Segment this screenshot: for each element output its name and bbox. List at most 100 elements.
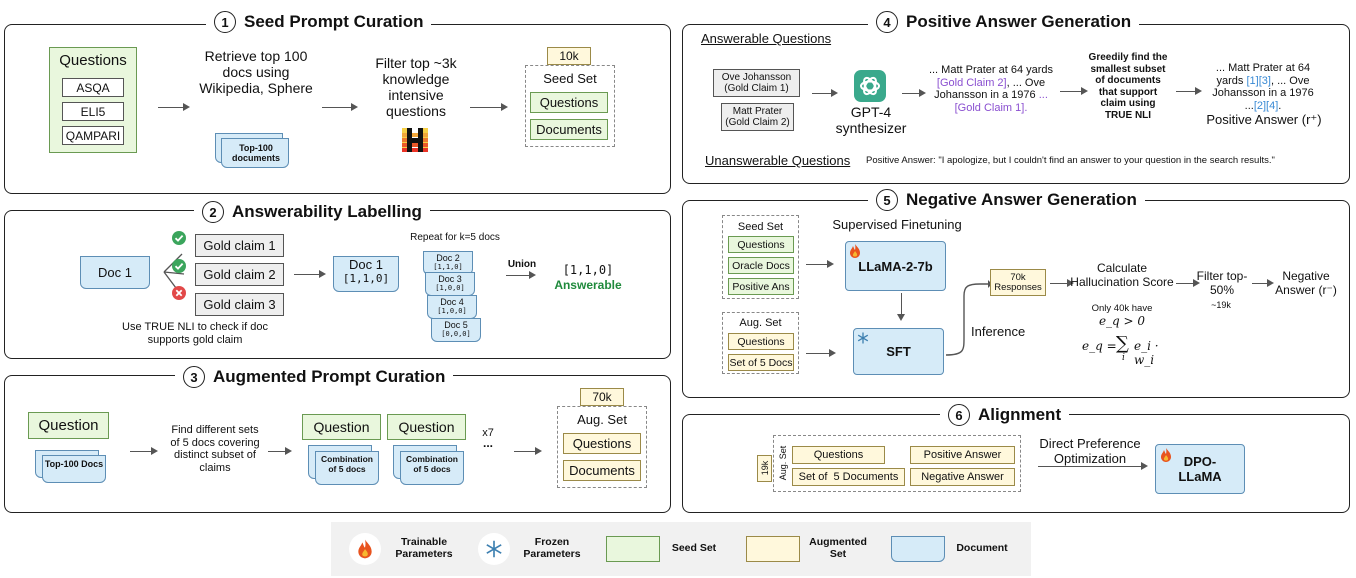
gold-claim-ove: Ove Johansson (Gold Claim 1): [713, 69, 800, 97]
out-text-a: ... Matt Prater at 64 yards: [1215, 62, 1311, 87]
dataset-asqa: ASQA: [62, 78, 124, 97]
aug-set-label: Aug. Set: [577, 412, 627, 427]
gold-claim-matt: Matt Prater (Gold Claim 2): [721, 103, 794, 131]
gen-text-a: ... Matt Prater at 64 yards: [928, 64, 1054, 76]
question-box-2: Question: [302, 414, 381, 440]
filter-text: Filter top-50%: [1196, 269, 1248, 297]
snowflake-icon: [478, 533, 510, 565]
score-formula: e_q = ∑ i e_i · w_i: [1082, 333, 1174, 367]
document-stack-front: [400, 451, 464, 485]
panel-heading: Answerability Labelling: [232, 202, 422, 221]
openai-logo-icon: [854, 70, 886, 102]
inference-connector: [945, 280, 992, 356]
gold-claim-2: Gold claim 2: [195, 263, 284, 286]
repeat-text: Repeat for k=5 docs: [410, 232, 500, 243]
arrow: [158, 103, 190, 111]
arrow: [902, 89, 926, 97]
citation-2-4: [2][4]: [1253, 99, 1279, 112]
legend-document: Document: [956, 542, 1008, 554]
arrow: [294, 270, 326, 278]
arrow: [322, 103, 358, 111]
repeat-x7: x7: [482, 427, 494, 439]
ellipsis: ...: [482, 436, 493, 450]
seed-set-label: Seed Set: [543, 71, 597, 86]
arrow: [1060, 87, 1088, 95]
arrow: [806, 349, 836, 357]
doc1-input: Doc 1: [80, 256, 150, 289]
gold-claim-3: Gold claim 3: [195, 293, 284, 316]
combination-label: Combination of 5 docs: [406, 454, 458, 474]
formula-sum: ∑: [1116, 333, 1129, 354]
seed-oracle-docs: Oracle Docs: [728, 257, 794, 274]
step-number: 2: [202, 201, 224, 223]
legend-trainable: Trainable Parameters: [395, 536, 453, 561]
panel-title: 2 Answerability Labelling: [194, 201, 430, 223]
sft-model-box: SFT: [853, 328, 944, 375]
arrow: [1038, 462, 1148, 470]
step-number: 4: [876, 11, 898, 33]
legend-frozen: Frozen Parameters: [523, 536, 581, 561]
unanswerable-questions-label: Unanswerable Questions: [705, 153, 851, 168]
gold-claim-1: Gold claim 1: [195, 234, 284, 257]
top100-doc-label: Top-100 documents: [231, 143, 280, 164]
document-stack-front: [42, 455, 106, 483]
arrow: [506, 271, 536, 279]
gold-claim-2-ref: [Gold Claim 2]: [936, 76, 1007, 89]
only-40k-text: Only 40k have: [1091, 303, 1153, 314]
snowflake-icon: [857, 331, 869, 349]
doc4-label: Doc 4: [440, 297, 464, 307]
unanswerable-positive-text: Positive Answer: "I apologize, but I cou…: [866, 155, 1275, 166]
generated-text: ... Matt Prater at 64 yards [Gold Claim …: [925, 64, 1057, 115]
count-tag-10k: 10k: [547, 47, 591, 65]
legend-augmented: Augmented Set: [809, 536, 867, 561]
dataset-eli5: ELI5: [62, 102, 124, 121]
panel-title: 1 Seed Prompt Curation: [206, 11, 432, 33]
combination-label: Combination of 5 docs: [321, 454, 373, 474]
legend-aug-swatch: [746, 536, 800, 562]
cited-text: ... Matt Prater at 64 yards [1][3], ... …: [1207, 62, 1319, 113]
check-icon: [172, 231, 186, 250]
fire-icon: [349, 533, 381, 565]
aug-set-vertical-label: Aug. Set: [778, 445, 788, 481]
gen-text-c: , ... Ove Johansson in a 1976: [934, 76, 1046, 102]
arrow: [514, 447, 542, 455]
panel-heading: Negative Answer Generation: [906, 190, 1137, 209]
responses-70k: 70k Responses: [990, 269, 1046, 296]
arrow: [812, 89, 838, 97]
greedy-text: Greedily find the smallest subset of doc…: [1088, 52, 1168, 121]
arrow: [806, 260, 834, 268]
arrow: [268, 447, 292, 455]
doc4-vector: [1,0,0]: [437, 307, 467, 315]
out-text-c: , ... Ove Johansson in a 1976 ...: [1212, 74, 1314, 112]
question-box-3: Question: [387, 414, 466, 440]
arrow: [130, 447, 158, 455]
union-vector: [1,1,0]: [562, 263, 614, 277]
questions-header: Questions: [59, 52, 127, 69]
cell-set-of-5-documents: Set of 5 Documents: [792, 468, 905, 486]
doc-card: [431, 318, 481, 342]
fire-icon: [849, 244, 861, 263]
llama-model-box: LLaMA-2-7b: [845, 241, 946, 291]
retrieve-text: Retrieve top 100 docs using Wikipedia, S…: [199, 48, 313, 97]
fire-icon: [1160, 448, 1172, 467]
aug-questions: Questions: [728, 333, 794, 350]
seed-set-container: [722, 215, 799, 299]
calc-hallucination-text: Calculate Hallucination Score: [1070, 261, 1174, 289]
positive-answer-label: Positive Answer (r⁺): [1206, 112, 1322, 127]
seed-questions: Questions: [728, 236, 794, 253]
aug-documents: Documents: [563, 460, 641, 481]
panel-title: 5 Negative Answer Generation: [868, 189, 1145, 211]
doc2-vector: [1,1,0]: [433, 263, 463, 271]
panel-heading: Seed Prompt Curation: [244, 12, 424, 31]
doc5-label: Doc 5: [444, 320, 468, 330]
arrow: [1050, 279, 1074, 287]
cell-questions: Questions: [792, 446, 885, 464]
legend-doc-swatch: [891, 536, 945, 562]
find-text: Find different sets of 5 docs covering d…: [170, 424, 260, 474]
panel-title: 6 Alignment: [940, 404, 1070, 426]
answerable-questions-label: Answerable Questions: [701, 31, 832, 46]
condition-formula: e_q > 0: [1098, 314, 1146, 328]
formula-sub: i: [1122, 353, 1125, 363]
panel-title: 4 Positive Answer Generation: [868, 11, 1140, 33]
arrow: [1252, 279, 1274, 287]
